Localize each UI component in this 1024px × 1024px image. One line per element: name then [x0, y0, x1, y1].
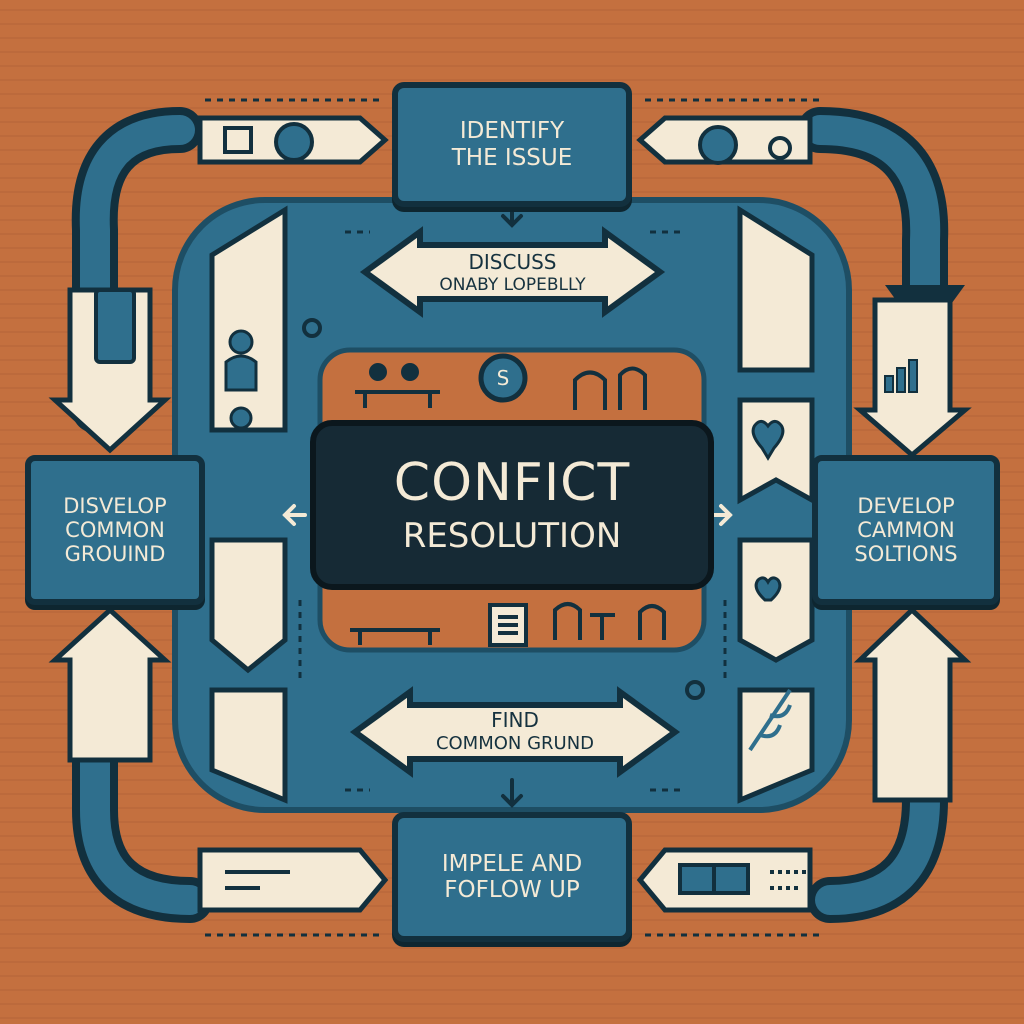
step-implement-line2: FOFLOW UP: [444, 877, 580, 903]
strip-right-lower: [853, 606, 972, 803]
inner-strip-right-lower: [737, 537, 815, 663]
center-badge: [478, 353, 528, 403]
step-left-line2: COMMON: [65, 517, 165, 542]
step-implement-follow-up: IMPELE AND FOFLOW UP: [392, 812, 632, 942]
inner-strip-left-bottom: [209, 687, 288, 804]
step-identify-issue-line2: THE ISSUE: [451, 144, 573, 171]
center-title: CONFICT: [393, 452, 631, 513]
center-subtitle: RESOLUTION: [402, 516, 622, 557]
lower-arrow-line2: COMMON GRUND: [435, 733, 595, 755]
gear-icon: [302, 125, 792, 700]
step-identify-issue: IDENTIFY THE ISSUE: [392, 82, 632, 207]
arrow-down-top: [501, 203, 523, 228]
arrow-left-center: [282, 504, 307, 526]
outer-cycle-arrows: [71, 107, 949, 923]
small-arrows: [282, 203, 733, 808]
strip-bottom-left: [197, 847, 389, 913]
arrow-down-bottom: [501, 778, 523, 808]
lower-arrow-label: FIND COMMON GRUND: [410, 707, 620, 757]
inner-strip-left-lower: [209, 537, 288, 674]
step-right-line3: SOLTIONS: [854, 542, 958, 567]
phone-icon: [94, 288, 136, 364]
center-title-box: CONFICT RESOLUTION: [310, 420, 714, 590]
upper-arrow-line2: ONABY LOPEBLLY: [439, 274, 586, 295]
people-icon: [224, 329, 258, 430]
step-right-line1: DEVELOP: [857, 493, 955, 518]
dashed-connectors: [205, 98, 820, 937]
step-implement-line1: IMPELE AND: [441, 850, 583, 877]
center-badge-letter: S: [483, 360, 523, 396]
step-identify-issue-line1: IDENTIFY: [459, 118, 565, 145]
heart-icon: [751, 419, 785, 602]
inner-strip-right-upper: [737, 205, 815, 373]
strip-left-lower: [48, 606, 172, 763]
upper-arrow-label: DISCUSS ONABY LOPEBLLY: [420, 248, 605, 298]
step-right-line2: CAMMON: [857, 517, 955, 542]
strip-left-upper: [48, 287, 172, 454]
lower-double-arrow: [349, 686, 681, 778]
step-develop-common-solutions: DEVELOP CAMMON SOLTIONS: [812, 455, 1000, 605]
lower-arrow-line1: FIND: [491, 708, 539, 733]
upper-double-arrow: [359, 226, 666, 318]
leaf-icon: [748, 688, 792, 752]
step-left-line3: GROUIND: [64, 542, 166, 567]
step-left-line1: DISVELOP: [63, 493, 167, 518]
chart-icon: [884, 359, 918, 393]
upper-arrow-line1: DISCUSS: [468, 249, 557, 274]
step-develop-common-ground: DISVELOP COMMON GROUIND: [25, 455, 205, 605]
meeting-table-icon: [350, 363, 666, 645]
document-icon: [488, 603, 528, 647]
tab-icons: [223, 122, 810, 895]
center-badge-text: S: [496, 365, 510, 390]
